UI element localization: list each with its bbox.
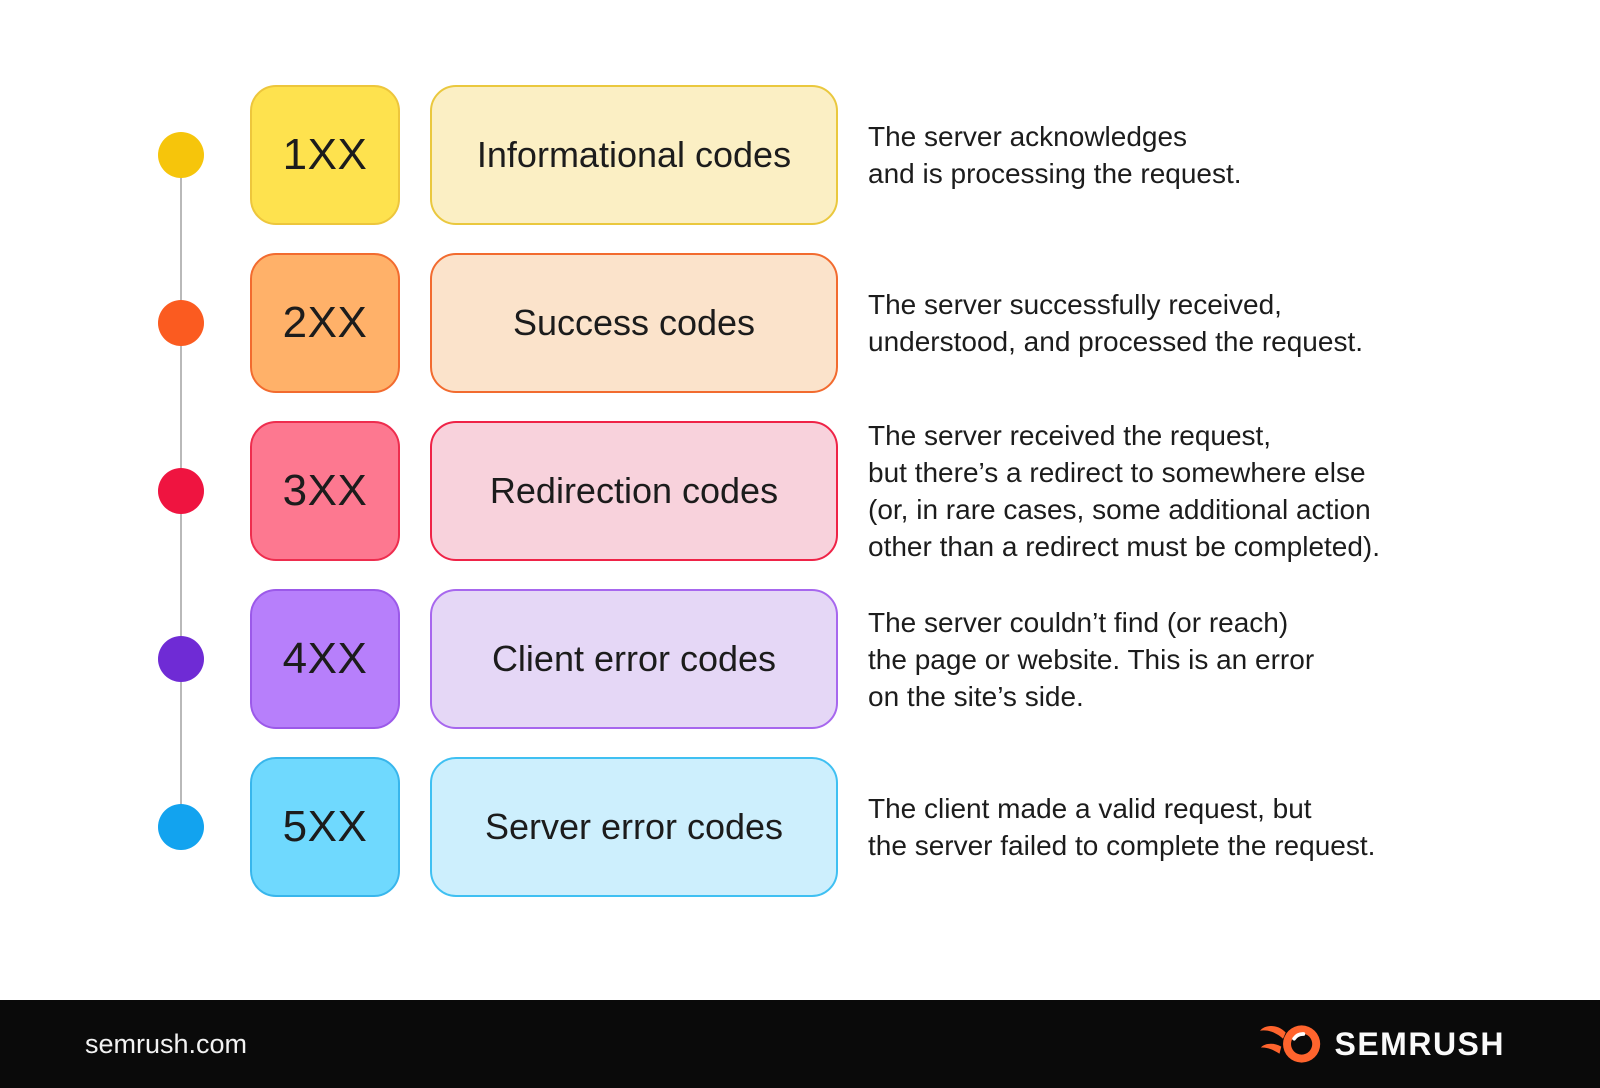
category-label: Client error codes [491,638,777,679]
timeline-dot [158,468,204,514]
status-code-label: 5XX [282,802,368,851]
status-code-label: 1XX [282,130,368,179]
category-box: Success codes [430,253,838,393]
footer-bar: semrush.com SEMRUSH [0,1000,1600,1088]
status-code-label: 2XX [282,298,368,347]
status-code-row: 5XX Server error codes The client made a… [0,757,1380,897]
category-label: Server error codes [484,806,784,847]
status-code-row: 1XX Informational codes The server ackno… [0,85,1380,225]
timeline-dot [158,300,204,346]
timeline-dot [158,132,204,178]
status-code-box: 4XX [250,589,400,729]
semrush-wordmark: SEMRUSH [1334,1025,1505,1062]
status-code-box: 3XX [250,421,400,561]
category-box: Informational codes [430,85,838,225]
category-box: Client error codes [430,589,838,729]
status-code-label: 4XX [282,634,368,683]
status-code-rows: 1XX Informational codes The server ackno… [0,85,1380,897]
status-code-row: 2XX Success codes The server successfull… [0,253,1380,393]
status-code-box: 1XX [250,85,400,225]
semrush-flame-icon [1260,1025,1321,1063]
category-label: Success codes [512,302,756,343]
status-code-box: 5XX [250,757,400,897]
status-code-row: 4XX Client error codes The server couldn… [0,589,1380,729]
status-description: The server acknowledges and is processin… [868,121,1242,189]
semrush-logo: SEMRUSH [1258,1021,1505,1067]
timeline-dot [158,804,204,850]
status-description: The server couldn’t find (or reach) the … [868,606,1315,712]
status-description: The server received the request, but the… [868,420,1381,562]
status-code-label: 3XX [282,466,368,515]
category-label: Redirection codes [489,470,779,511]
status-code-box: 2XX [250,253,400,393]
timeline-dot [158,636,204,682]
status-description: The server successfully received, unders… [868,289,1364,357]
footer-website: semrush.com [85,1028,248,1059]
category-label: Informational codes [476,134,792,175]
status-code-row: 3XX Redirection codes The server receive… [0,420,1380,562]
category-box: Server error codes [430,757,838,897]
status-description: The client made a valid request, but the… [868,793,1376,861]
category-box: Redirection codes [430,421,838,561]
